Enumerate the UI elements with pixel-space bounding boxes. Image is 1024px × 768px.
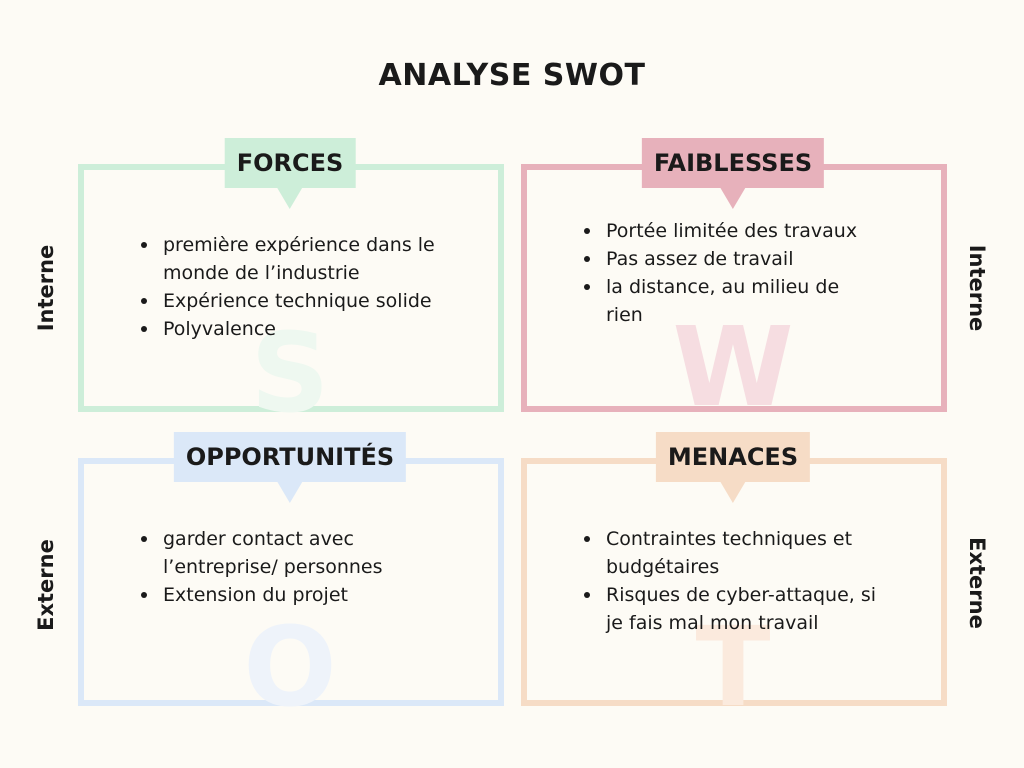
list-item: garder contact avec l’entreprise/ person… [137, 525, 437, 581]
list-item: Expérience technique solide [137, 287, 437, 315]
opportunites-watermark-letter: O [243, 603, 337, 731]
list-item: Risques de cyber-attaque, si je fais mal… [580, 581, 880, 637]
faiblesses-list: Portée limitée des travaux Pas assez de … [580, 217, 880, 329]
side-label-externe-left: Externe [34, 539, 58, 631]
side-label-interne-right: Interne [965, 244, 989, 332]
side-label-interne-left: Interne [34, 244, 58, 332]
page-title: ANALYSE SWOT [378, 58, 646, 93]
list-item: première expérience dans le monde de l’i… [137, 231, 437, 287]
list-item: Contraintes techniques et budgétaires [580, 525, 880, 581]
list-item: Polyvalence [137, 315, 437, 343]
menaces-heading: MENACES [655, 432, 811, 482]
faiblesses-heading: FAIBLESSES [641, 138, 825, 188]
list-item: Extension du projet [137, 581, 437, 609]
list-item: Pas assez de travail [580, 245, 880, 273]
opportunites-heading: OPPORTUNITÉS [173, 432, 407, 482]
menaces-watermark-letter: T [695, 603, 771, 731]
forces-heading: FORCES [224, 138, 356, 188]
list-item: la distance, au milieu de rien [580, 273, 880, 329]
forces-watermark-letter: S [250, 309, 330, 437]
faiblesses-watermark-letter: W [672, 303, 794, 431]
side-label-externe-right: Externe [965, 537, 989, 629]
menaces-list: Contraintes techniques et budgétaires Ri… [580, 525, 880, 637]
list-item: Portée limitée des travaux [580, 217, 880, 245]
opportunites-list: garder contact avec l’entreprise/ person… [137, 525, 437, 609]
forces-list: première expérience dans le monde de l’i… [137, 231, 437, 343]
